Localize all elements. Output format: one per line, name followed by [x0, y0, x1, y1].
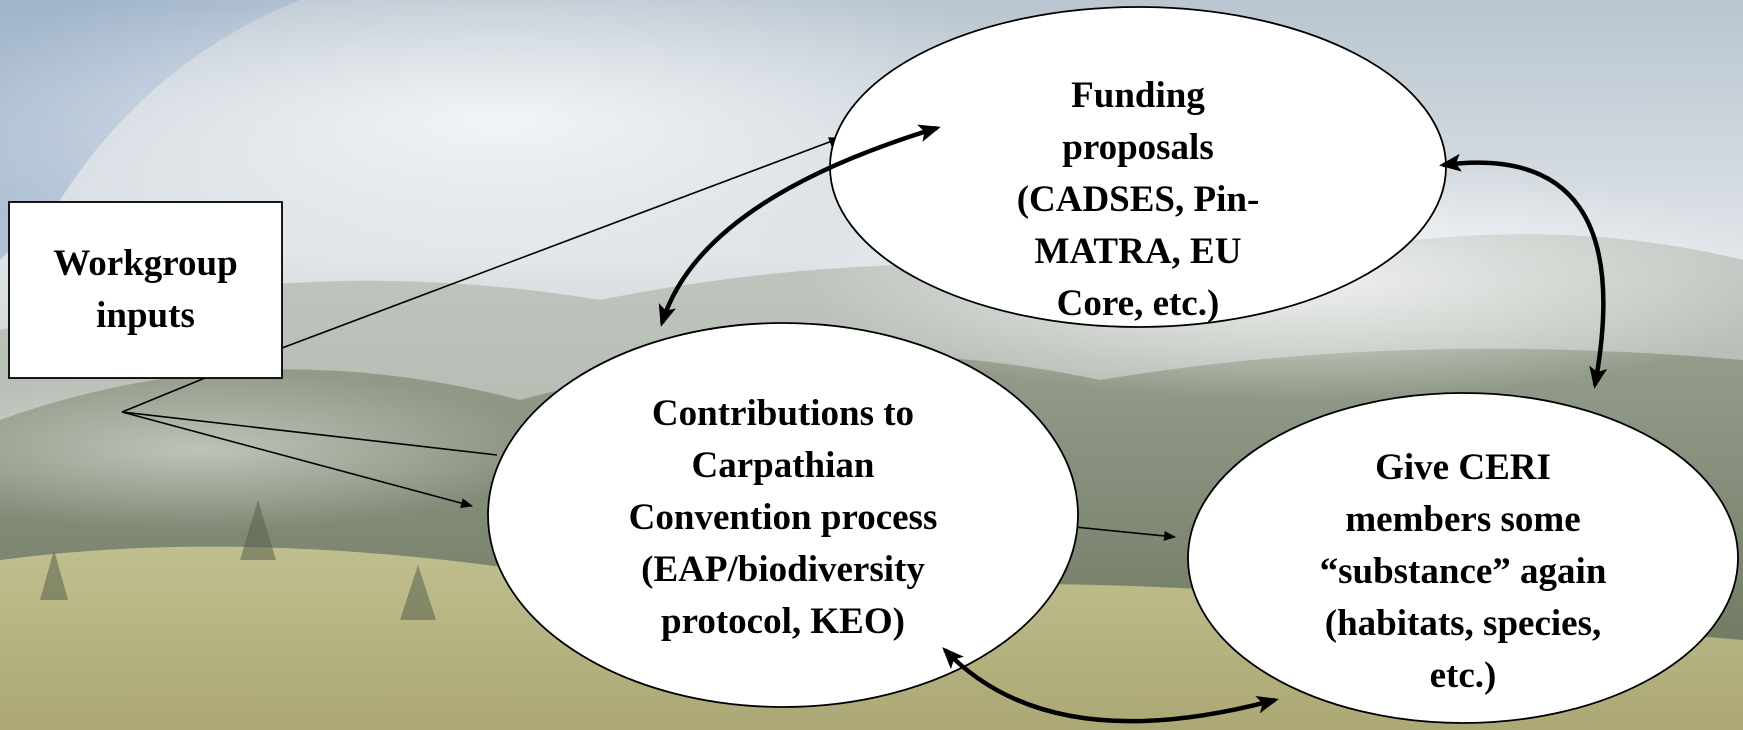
funding-label: Funding proposals (CADSES, Pin- MATRA, E… — [1016, 75, 1260, 324]
workgroup-label: Workgroup inputs — [53, 243, 238, 336]
edge-workgroup-to-funding — [281, 137, 841, 349]
edge-contributions-to-ceri — [1074, 526, 1176, 541]
edge-funding-ceri-double — [1439, 153, 1608, 389]
edge-workgroup-to-contributions — [121, 377, 498, 508]
ceri-ellipse — [1187, 392, 1739, 724]
workgroup-box — [8, 201, 283, 379]
edge-contributions-funding-double — [658, 124, 941, 327]
contributions-label: Contributions to Carpathian Convention p… — [628, 393, 938, 642]
ceri-label: Give CERI members some “substance” again… — [1319, 447, 1607, 696]
edge-contributions-ceri-double — [942, 647, 1279, 724]
